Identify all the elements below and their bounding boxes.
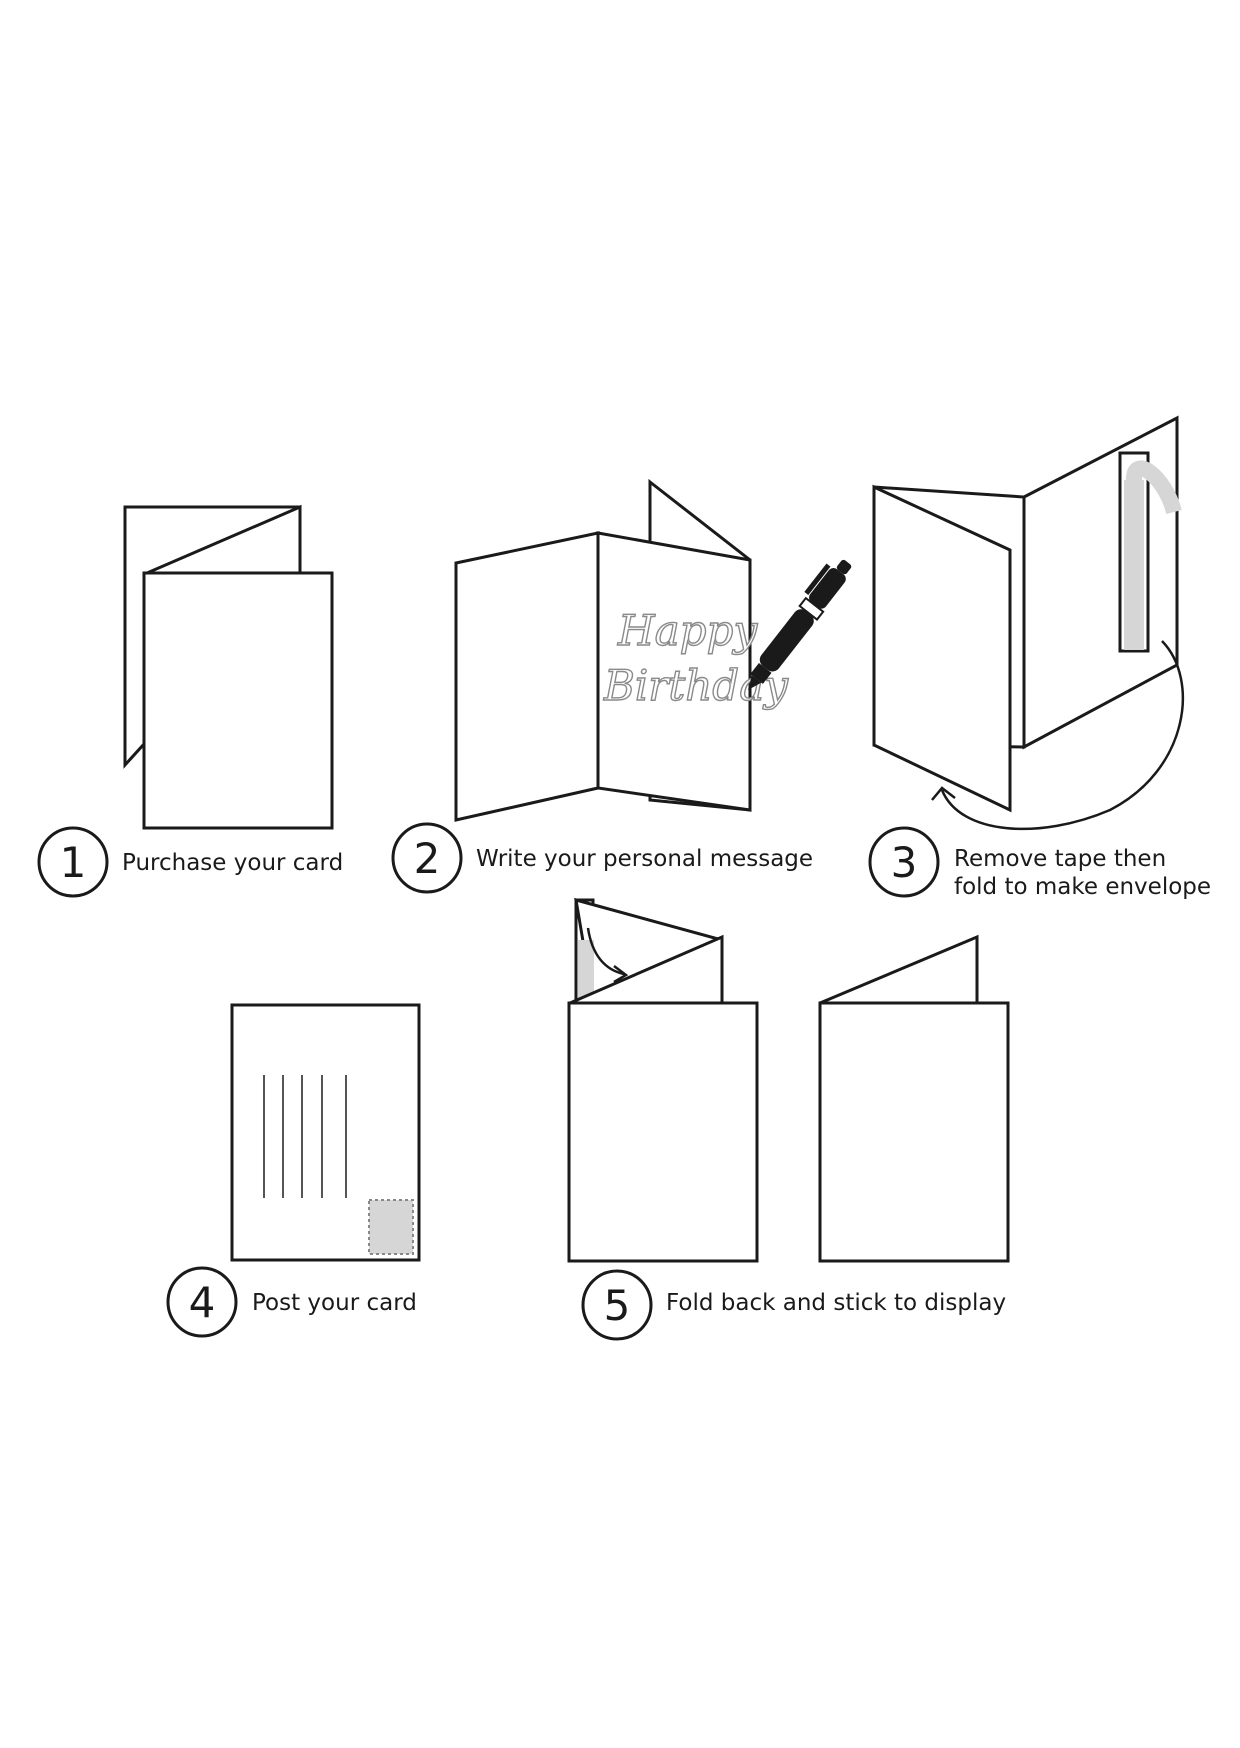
step-1-label: 1 Purchase your card xyxy=(37,826,343,898)
step-number: 1 xyxy=(60,838,87,887)
step-number-circle xyxy=(868,826,940,898)
step-4-label: 4 Post your card xyxy=(166,1266,417,1338)
card-front-flap xyxy=(872,484,1012,813)
step-caption-line-2: fold to make envelope xyxy=(954,874,1211,900)
step-2-illustration: Happy Birthday xyxy=(454,478,852,822)
step-3-label: 3 Remove tape then fold to make envelope xyxy=(868,826,1211,900)
pen-icon xyxy=(748,559,852,690)
step-2-label: 2 Write your personal message xyxy=(391,822,813,894)
card-left-panel xyxy=(454,531,600,822)
card-front-panel xyxy=(818,1001,1010,1263)
step-number: 2 xyxy=(414,834,441,883)
tape-strip xyxy=(1124,480,1144,650)
curved-arrow-icon xyxy=(940,640,1185,831)
step-number: 5 xyxy=(604,1281,631,1330)
curved-arrow-icon xyxy=(586,927,625,976)
step-caption: Purchase your card xyxy=(122,850,343,876)
step-number-circle xyxy=(391,822,463,894)
step-number: 4 xyxy=(189,1278,216,1327)
arrow-head xyxy=(613,965,629,984)
step-5-illustration-b xyxy=(818,934,1010,1263)
card-fold-flap xyxy=(819,934,979,1005)
step-4-illustration xyxy=(230,1003,421,1262)
step-number-circle xyxy=(166,1266,238,1338)
step-caption: Post your card xyxy=(252,1290,417,1316)
card-inside-panel xyxy=(596,531,752,812)
step-number-circle xyxy=(581,1269,653,1341)
step-caption-line-1: Remove tape then xyxy=(954,846,1166,872)
step-caption: Fold back and stick to display xyxy=(666,1290,1006,1316)
step-number-circle xyxy=(37,826,109,898)
card-front-panel xyxy=(567,1001,759,1263)
arrow-head xyxy=(931,786,956,801)
step-5-illustration-a xyxy=(567,897,759,1263)
step-5-label: 5 Fold back and stick to display xyxy=(581,1269,1006,1341)
tape-peel-curl xyxy=(1126,460,1182,515)
card-front-panel xyxy=(142,571,334,830)
tape-strip xyxy=(578,940,594,1000)
stamp-icon xyxy=(368,1199,414,1255)
step-3-illustration xyxy=(872,415,1185,831)
step-1-illustration xyxy=(123,504,334,830)
tape-outline xyxy=(1118,451,1150,653)
step-caption: Write your personal message xyxy=(476,846,813,872)
message-line-1: Happy xyxy=(617,606,758,655)
step-number: 3 xyxy=(891,838,918,887)
